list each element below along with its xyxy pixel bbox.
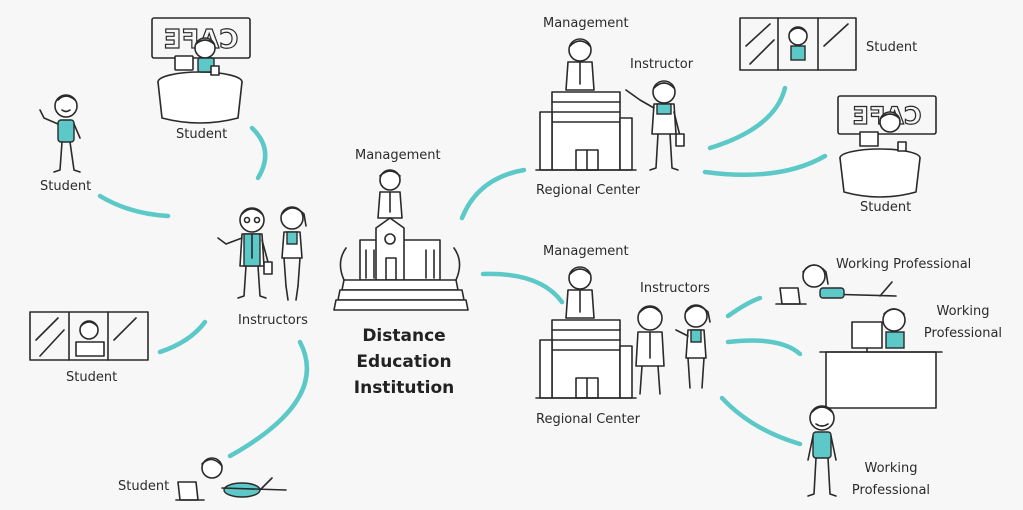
label-rc1-student-cafe: Student: [860, 200, 912, 215]
label-wp-lying: Working Professional: [836, 257, 972, 272]
label-wp-desk-line1: Working: [936, 304, 990, 319]
label-student-cafe-top: Student: [176, 127, 228, 142]
student-window-figure: [29, 311, 149, 361]
connectors: [97, 85, 828, 459]
instructors-left-figure: [217, 206, 307, 301]
institution-title: Distance Education Institution: [318, 323, 490, 401]
label-wp-standing-line2: Professional: [851, 483, 931, 498]
label-student-window-left: Student: [66, 370, 118, 385]
connector-rc1-to-cafe-student: [702, 153, 828, 177]
label-student-lying-bottom: Student: [118, 479, 170, 494]
rc1-student-cafe-figure: CAFE: [837, 95, 937, 198]
label-rc2-instructors: Instructors: [640, 281, 710, 296]
student-cafe-figure: CAFE: [151, 17, 251, 124]
label-rc1-regional-center: Regional Center: [536, 183, 640, 198]
wp-desk-figure: [819, 308, 943, 409]
institution-title-line2: Institution: [353, 378, 455, 398]
student-lying-figure: [175, 457, 287, 501]
label-wp-standing: Working Professional: [846, 461, 936, 499]
connector-rc2-to-standing-wp: [719, 395, 803, 447]
connector-cafe-student-to-instructors: [249, 125, 268, 181]
connector-standing-student-to-instructors: [97, 193, 171, 219]
label-center-management: Management: [355, 148, 441, 163]
wp-lying-figure: [775, 264, 897, 305]
connector-rc2-to-lying-wp: [725, 295, 763, 319]
label-wp-standing-line1: Working: [864, 461, 918, 476]
label-student-standing: Student: [40, 179, 92, 194]
connector-institution-to-rc2: [480, 271, 565, 305]
wp-standing-figure: [807, 405, 837, 497]
student-standing-figure: [39, 94, 81, 173]
label-rc1-student-window: Student: [866, 40, 918, 55]
label-wp-desk-line2: Professional: [923, 326, 1003, 341]
connector-rc2-to-desk-wp: [725, 338, 803, 357]
label-wp-desk: Working Professional: [918, 304, 1008, 342]
rc1-student-window-figure: [739, 17, 857, 71]
regional-center-2-figure: [535, 266, 711, 399]
label-instructors-left: Instructors: [238, 313, 308, 328]
regional-center-1-figure: [535, 38, 685, 171]
institution-title-line1: Distance Education: [356, 326, 452, 372]
connector-lying-student-to-instructors: [227, 339, 310, 459]
institution-figure: [333, 169, 469, 311]
connector-rc1-to-window-student: [707, 85, 788, 151]
connector-institution-to-rc1: [459, 167, 527, 221]
label-rc1-instructor: Instructor: [630, 57, 694, 72]
label-rc2-regional-center: Regional Center: [536, 412, 640, 427]
label-rc2-management: Management: [543, 244, 629, 259]
connector-window-student-to-instructors: [157, 319, 208, 355]
label-rc1-management: Management: [543, 16, 629, 31]
